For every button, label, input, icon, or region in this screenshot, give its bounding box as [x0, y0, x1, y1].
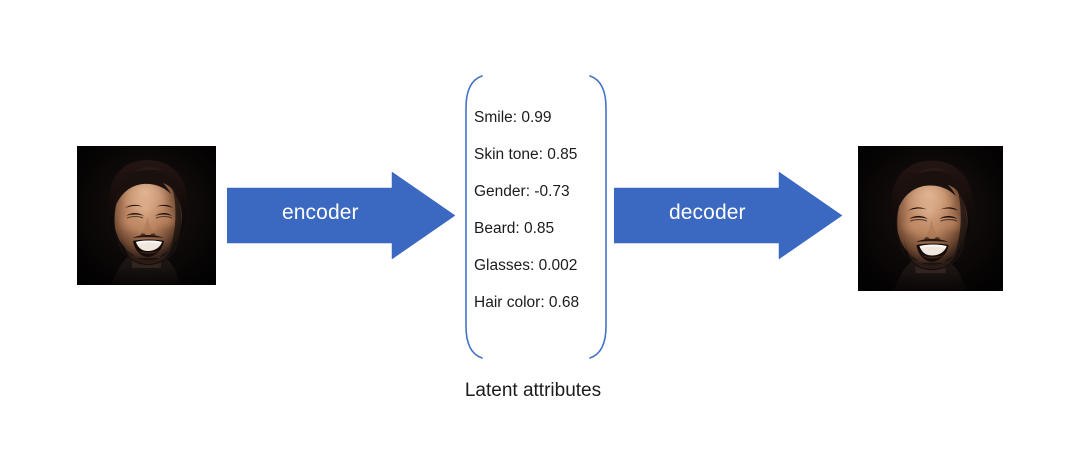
latent-attribute-row: Hair color: 0.68	[474, 294, 580, 311]
output-face-image	[858, 146, 1003, 291]
latent-attribute-list: Smile: 0.99 Skin tone: 0.85 Gender: -0.7…	[474, 110, 604, 332]
latent-attribute-row: Skin tone: 0.85	[474, 146, 578, 163]
latent-attribute-row: Smile: 0.99	[474, 109, 552, 126]
decoder-arrow-shape	[614, 171, 842, 260]
decoder-arrow-label: decoder	[669, 201, 746, 224]
input-face-image	[77, 146, 216, 285]
encoder-arrow-shape	[227, 171, 455, 260]
latent-attributes-block: Smile: 0.99 Skin tone: 0.85 Gender: -0.7…	[460, 74, 612, 360]
latent-brackets	[465, 75, 607, 359]
latent-attributes-caption: Latent attributes	[464, 380, 602, 401]
latent-attribute-row: Glasses: 0.002	[474, 257, 578, 274]
encoder-arrow: encoder	[227, 170, 455, 262]
latent-attribute-row: Gender: -0.73	[474, 183, 570, 200]
decoder-arrow: decoder	[614, 170, 842, 262]
latent-attribute-row: Beard: 0.85	[474, 220, 555, 237]
encoder-arrow-label: encoder	[282, 201, 359, 224]
output-portrait-graphic	[858, 146, 1003, 291]
input-portrait-graphic	[77, 146, 216, 285]
